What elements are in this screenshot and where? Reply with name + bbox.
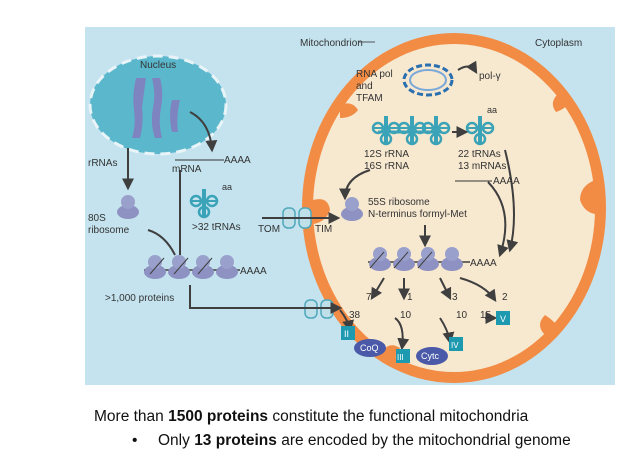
label-nucleus: Nucleus bbox=[140, 60, 176, 71]
label-complex-iii: III bbox=[397, 353, 404, 362]
label-rna-pol: RNA pol bbox=[356, 69, 393, 80]
label-1000-proteins: >1,000 proteins bbox=[105, 293, 174, 304]
label-pol-gamma: pol-γ bbox=[479, 71, 501, 82]
label-cytoplasm: Cytoplasm bbox=[535, 38, 582, 49]
label-n15: 15 bbox=[480, 310, 492, 321]
label-mrna: mRNA bbox=[172, 164, 202, 175]
label-n2: 2 bbox=[502, 292, 508, 303]
label-complex-v: V bbox=[500, 314, 506, 324]
label-cytc: Cytc bbox=[421, 351, 440, 361]
coq-oval bbox=[354, 339, 386, 357]
label-55s-ribosome: 55S ribosome bbox=[368, 197, 430, 208]
label-32-trnas: >32 tRNAs bbox=[192, 222, 241, 233]
label-aa-cyto: aa bbox=[222, 182, 232, 192]
respiratory-complexes bbox=[341, 311, 510, 365]
complex-iv-box bbox=[449, 337, 463, 351]
label-n38: 38 bbox=[349, 310, 361, 321]
label-80s-ribosome: ribosome bbox=[88, 225, 130, 236]
label-complex-iv: IV bbox=[451, 341, 459, 350]
label-tim: TIM bbox=[315, 224, 332, 235]
label-aaaa-nuc: AAAA bbox=[224, 155, 251, 166]
label-16s-rrna: 16S rRNA bbox=[364, 161, 409, 172]
label-80s: 80S bbox=[88, 213, 106, 224]
diagram-labels: Mitochondrion Cytoplasm Nucleus RNA pol … bbox=[88, 38, 582, 362]
label-aaaa-mito-poly: AAAA bbox=[470, 258, 497, 269]
label-n10: 10 bbox=[400, 310, 412, 321]
label-22-trnas: 22 tRNAs bbox=[458, 149, 501, 160]
label-and: and bbox=[356, 81, 373, 92]
label-12s-rrna: 12S rRNA bbox=[364, 149, 409, 160]
flow-arrows bbox=[122, 111, 519, 351]
label-complex-ii: II bbox=[344, 329, 349, 339]
cytc-oval bbox=[416, 347, 448, 365]
label-n3: 3 bbox=[452, 292, 458, 303]
label-n1: 1 bbox=[407, 292, 413, 303]
label-formyl-met: N-terminus formyl-Met bbox=[368, 209, 467, 220]
label-n7: 7 bbox=[366, 292, 372, 303]
label-13-mrnas: 13 mRNAs bbox=[458, 161, 506, 172]
caption-1-bold: 1500 proteins bbox=[168, 408, 269, 425]
cyto-polysome bbox=[144, 255, 240, 279]
bullet-point: • bbox=[132, 432, 138, 449]
label-aa-mito: aa bbox=[487, 105, 497, 115]
mtdna-icon bbox=[402, 60, 478, 97]
caption-1-post: constitute the functional mitochondria bbox=[268, 408, 529, 425]
label-rrnas: rRNAs bbox=[88, 158, 117, 169]
label-mitochondrion: Mitochondrion bbox=[300, 38, 363, 49]
mitochondria-diagram: Mitochondrion Cytoplasm Nucleus RNA pol … bbox=[85, 27, 615, 385]
caption-1-pre: More than bbox=[94, 408, 169, 425]
label-n10b: 10 bbox=[456, 310, 468, 321]
caption-2-post: are encoded by the mitochondrial genome bbox=[276, 432, 571, 449]
complex-iii-box bbox=[396, 349, 410, 363]
mito-polysome bbox=[368, 247, 470, 271]
caption-2-pre: Only bbox=[158, 432, 195, 449]
nucleus bbox=[88, 54, 228, 156]
complex-ii-box bbox=[341, 326, 355, 340]
label-tom: TOM bbox=[258, 224, 280, 235]
label-aaaa-cyto-poly: AAAA bbox=[240, 266, 267, 277]
caption-line-2: • Only 13 proteins are encoded by the mit… bbox=[0, 432, 637, 450]
label-tfam: TFAM bbox=[356, 93, 383, 104]
mito-rna-icons bbox=[371, 114, 495, 146]
caption-2-bold: 13 proteins bbox=[194, 432, 277, 449]
tom-tim-channel bbox=[262, 207, 341, 229]
label-coq: CoQ bbox=[360, 343, 379, 353]
label-aaaa-mito-mrna: AAAA bbox=[493, 176, 520, 187]
caption-line-1: More than 1500 proteins constitute the f… bbox=[0, 408, 637, 426]
complex-v-box bbox=[496, 311, 510, 325]
